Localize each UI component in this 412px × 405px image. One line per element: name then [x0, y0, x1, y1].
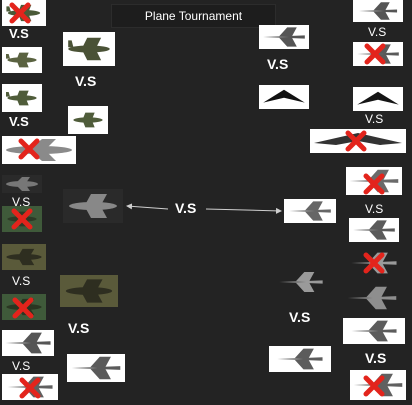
- vs-label: V.S: [9, 115, 29, 128]
- stealth-bomber-icon: [310, 129, 406, 153]
- prop-fighter-icon: [2, 84, 42, 112]
- right-r1-plane-3: [353, 87, 403, 111]
- left-r1-plane-8: [2, 294, 46, 320]
- prop-fighter-icon: [2, 0, 46, 26]
- left-r1-plane-1: [2, 0, 46, 26]
- vs-label: V.S: [365, 351, 386, 365]
- prop-fighter-icon: [63, 32, 115, 66]
- right-r1-plane-5: [346, 167, 402, 195]
- jet-fighter-icon: [259, 25, 309, 49]
- left-r1-plane-10: [2, 374, 58, 400]
- jet-fighter-icon: [343, 318, 405, 344]
- jet-fighter-icon: [353, 0, 403, 22]
- vs-label: V.S: [12, 275, 30, 287]
- jet-fighter-icon: [67, 354, 125, 382]
- final-vs-label: V.S: [175, 201, 196, 215]
- bomber-icon: [2, 136, 76, 164]
- right-r2-plane-5: [269, 346, 331, 372]
- jet-fighter-icon: [276, 268, 326, 296]
- vs-label: V.S: [267, 57, 288, 71]
- right-r2-plane-4: [276, 268, 326, 296]
- left-r2-plane-5: [67, 354, 125, 382]
- left-r1-plane-4: [2, 136, 76, 164]
- right-r2-plane-2: [259, 85, 309, 109]
- jet-fighter-icon: [342, 284, 402, 312]
- jet-fighter-icon: [269, 346, 331, 372]
- stealth-plane-icon: [353, 87, 403, 111]
- left-r1-plane-3: [2, 84, 42, 112]
- vs-label: V.S: [75, 74, 96, 88]
- right-r1-plane-2: [353, 42, 403, 66]
- right-r1-plane-9: [343, 318, 405, 344]
- bomber-icon: [63, 189, 123, 223]
- plane-icon: [2, 175, 42, 193]
- jet-fighter-icon: [2, 330, 54, 356]
- right-r1-plane-1: [353, 0, 403, 22]
- vs-label: V.S: [9, 27, 29, 40]
- right-r2-plane-1: [259, 25, 309, 49]
- prop-fighter-icon: [68, 106, 108, 134]
- prop-fighter-icon: [2, 206, 42, 232]
- left-r2-plane-4: [60, 275, 118, 307]
- page-title: Plane Tournament: [111, 4, 276, 28]
- left-r1-plane-7: [2, 244, 46, 270]
- left-r2-plane-2: [68, 106, 108, 134]
- bomber-icon: [2, 244, 46, 270]
- right-r1-plane-6: [349, 218, 399, 242]
- left-r1-plane-5: [2, 175, 42, 193]
- jet-fighter-icon: [353, 42, 403, 66]
- jet-fighter-icon: [349, 218, 399, 242]
- right-r1-plane-4: [310, 129, 406, 153]
- left-r2-plane-1: [63, 32, 115, 66]
- jet-fighter-icon: [346, 167, 402, 195]
- left-r1-plane-6: [2, 206, 42, 232]
- bomber-icon: [2, 294, 46, 320]
- left-r1-plane-2: [2, 47, 42, 73]
- stealth-plane-icon: [259, 85, 309, 109]
- vs-label: V.S: [289, 310, 310, 324]
- jet-fighter-icon: [348, 250, 400, 276]
- right-r2-plane-3: [284, 199, 336, 223]
- right-r1-plane-8: [342, 284, 402, 312]
- right-r1-plane-10: [350, 370, 406, 400]
- vs-label: V.S: [12, 360, 30, 372]
- vs-label: V.S: [368, 26, 386, 38]
- vs-label: V.S: [365, 113, 383, 125]
- left-r1-plane-9: [2, 330, 54, 356]
- left-r2-plane-3: [63, 189, 123, 223]
- jet-fighter-icon: [350, 370, 406, 400]
- vs-label: V.S: [68, 321, 89, 335]
- prop-fighter-icon: [2, 47, 42, 73]
- right-r1-plane-7: [348, 250, 400, 276]
- jet-fighter-icon: [284, 199, 336, 223]
- bomber-icon: [60, 275, 118, 307]
- vs-label: V.S: [365, 203, 383, 215]
- jet-fighter-icon: [2, 374, 58, 400]
